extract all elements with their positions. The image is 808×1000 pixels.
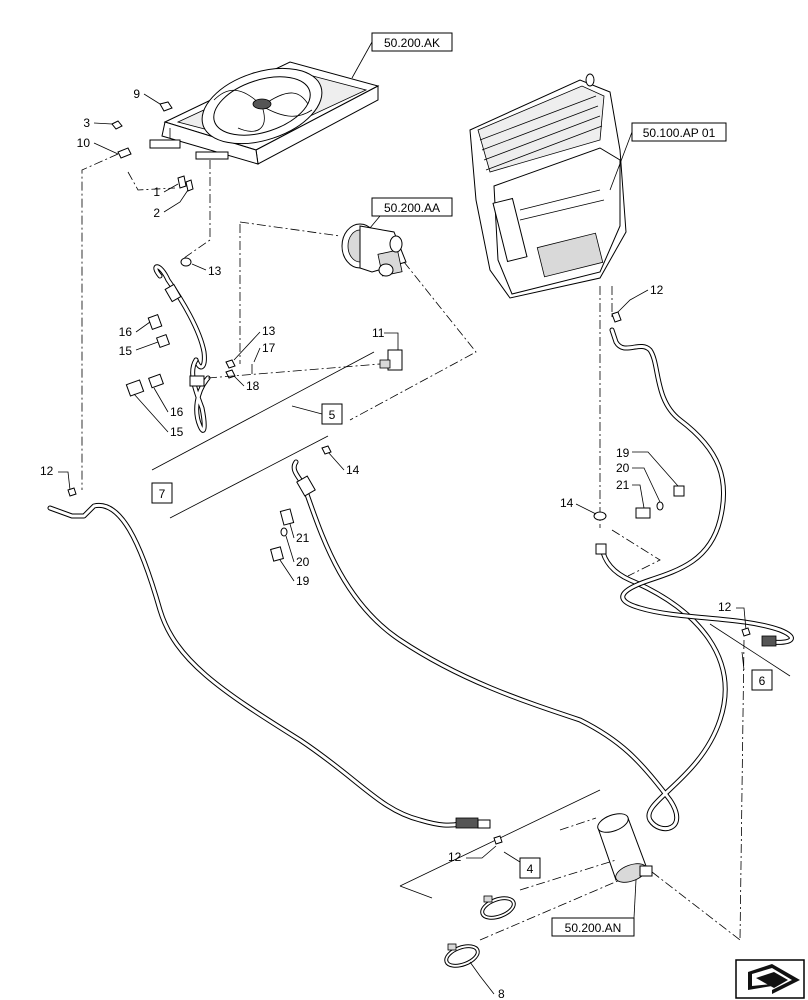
view-box-5[interactable] <box>321 403 343 425</box>
callout-14-right: 14 <box>560 496 574 510</box>
discharge-hose[interactable] <box>291 459 728 832</box>
ref-box-receiver-drier[interactable] <box>551 917 635 937</box>
callout-12-left: 12 <box>40 464 54 478</box>
right-fittings <box>593 485 685 555</box>
view-label-5[interactable]: 5 <box>329 408 336 422</box>
compressor-fittings <box>125 257 253 397</box>
hose-clamps[interactable] <box>442 892 519 971</box>
view-label-4[interactable]: 4 <box>527 862 534 876</box>
ref-box-compressor[interactable] <box>371 197 453 217</box>
callout-21-right: 21 <box>616 478 630 492</box>
condenser-fan-assembly[interactable] <box>149 55 380 165</box>
callout-16-upper: 16 <box>119 325 133 339</box>
ref-label-receiver-drier[interactable]: 50.200.AN <box>565 921 622 935</box>
callout-1: 1 <box>153 185 160 199</box>
callout-13-upper: 13 <box>208 264 222 278</box>
callout-15-upper: 15 <box>119 344 133 358</box>
pressure-switch[interactable] <box>379 349 403 371</box>
receiver-drier[interactable] <box>595 810 653 886</box>
callout-2: 2 <box>153 206 160 220</box>
view-label-6[interactable]: 6 <box>759 674 766 688</box>
condenser-fasteners <box>111 101 194 192</box>
compressor-hose-lower[interactable] <box>189 357 211 433</box>
callout-9: 9 <box>133 87 140 101</box>
callout-10: 10 <box>77 136 91 150</box>
callout-8: 8 <box>498 987 505 1000</box>
next-page-arrow-icon[interactable] <box>735 959 805 999</box>
callout-14-mid: 14 <box>346 463 360 477</box>
callout-17: 17 <box>262 341 276 355</box>
compressor[interactable] <box>341 223 407 277</box>
callout-18: 18 <box>246 379 260 393</box>
view-box-7[interactable] <box>151 482 173 504</box>
view-box-6[interactable] <box>751 669 773 691</box>
mid-fittings <box>270 508 295 562</box>
ref-label-condenser[interactable]: 50.200.AK <box>384 36 440 50</box>
ref-label-hvac[interactable]: 50.100.AP 01 <box>643 126 716 140</box>
callout-12-top-right: 12 <box>650 283 664 297</box>
callout-19-right: 19 <box>616 446 630 460</box>
hvac-unit[interactable] <box>469 73 627 299</box>
callout-20-right: 20 <box>616 461 630 475</box>
callout-12-bottom: 12 <box>448 850 462 864</box>
callout-12-right: 12 <box>718 600 732 614</box>
callout-15-lower: 15 <box>170 425 184 439</box>
view-label-7[interactable]: 7 <box>159 487 166 501</box>
suction-hose[interactable] <box>609 327 794 647</box>
view-box-4[interactable] <box>519 857 541 879</box>
callout-13-lower: 13 <box>262 324 276 338</box>
callout-16-lower: 16 <box>170 405 184 419</box>
callout-19-mid: 19 <box>296 574 310 588</box>
callout-21-mid: 21 <box>296 531 310 545</box>
callout-3: 3 <box>83 116 90 130</box>
liquid-line-hose[interactable] <box>47 502 491 829</box>
callout-11: 11 <box>372 326 385 340</box>
compressor-hose-upper[interactable] <box>153 264 207 370</box>
ref-label-compressor[interactable]: 50.200.AA <box>384 201 440 215</box>
callout-20-mid: 20 <box>296 555 310 569</box>
